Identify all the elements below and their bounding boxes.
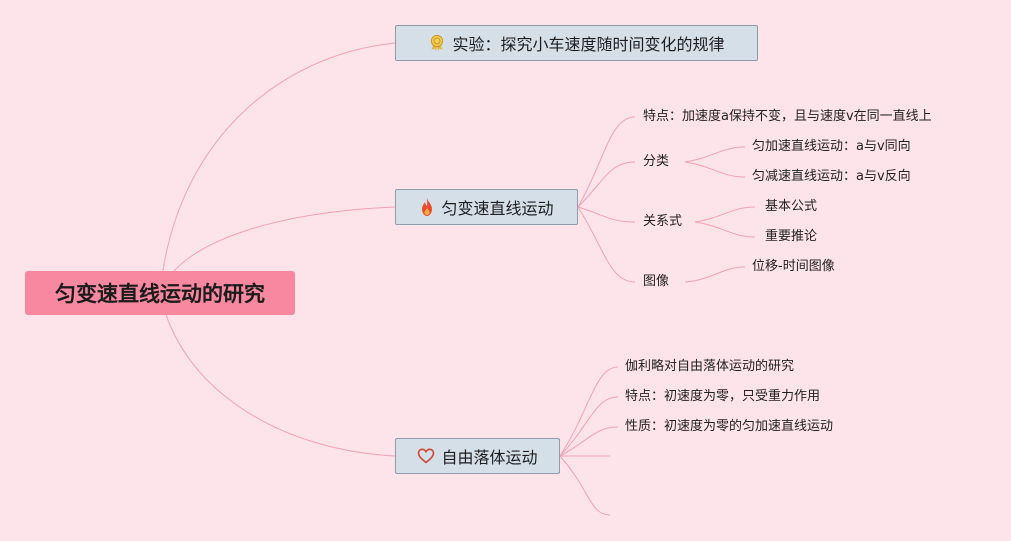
connector-c2-g1 — [684, 146, 746, 163]
branch-uniform-accel-label: 匀变速直线运动 — [441, 199, 554, 218]
branch-uniform-accel[interactable]: 匀变速直线运动 — [395, 189, 578, 225]
subtopic-uniform-deceleration[interactable]: 匀减速直线运动：a与v反向 — [752, 169, 911, 184]
connector-b2-c3 — [577, 206, 636, 223]
connector-b3-c5 — [559, 455, 611, 516]
branch-experiment[interactable]: 实验：探究小车速度随时间变化的规律 — [395, 25, 758, 61]
connector-root-branch-3 — [159, 292, 396, 457]
connector-c3-g1 — [694, 206, 756, 223]
connector-c2-g2 — [684, 161, 746, 178]
subtopic-key-inferences[interactable]: 重要推论 — [765, 229, 818, 244]
heart-outline-icon — [417, 448, 435, 464]
fire-icon — [419, 197, 435, 217]
subtopic-displacement-time-graph[interactable]: 位移-时间图像 — [752, 259, 835, 274]
connector-c3-g2 — [694, 221, 756, 238]
connector-b3-c1 — [559, 366, 619, 457]
branch-free-fall-label: 自由落体运动 — [441, 448, 538, 467]
topic-relations[interactable]: 关系式 — [643, 214, 683, 229]
connector-c4-g1 — [684, 266, 746, 283]
connector-b3-c2 — [559, 396, 619, 457]
root-topic-label: 匀变速直线运动的研究 — [55, 282, 265, 306]
topic-free-fall-property[interactable]: 性质：初速度为零的匀加速直线运动 — [625, 419, 834, 434]
subtopic-uniform-acceleration[interactable]: 匀加速直线运动：a与v同向 — [752, 139, 911, 154]
connector-b2-c4 — [577, 206, 636, 283]
topic-free-fall-feature[interactable]: 特点：初速度为零，只受重力作用 — [625, 389, 821, 404]
branch-experiment-label: 实验：探究小车速度随时间变化的规律 — [452, 35, 725, 54]
subtopic-basic-formulas[interactable]: 基本公式 — [765, 199, 818, 214]
branch-free-fall[interactable]: 自由落体运动 — [395, 438, 560, 474]
award-ribbon-icon — [428, 34, 446, 52]
topic-feature[interactable]: 特点：加速度a保持不变，且与速度v在同一直线上 — [643, 109, 932, 124]
topic-galileo-research[interactable]: 伽利略对自由落体运动的研究 — [625, 359, 795, 374]
connector-root-branch-1 — [159, 42, 396, 294]
connector-b3-c3 — [559, 426, 619, 457]
root-topic[interactable]: 匀变速直线运动的研究 — [25, 271, 295, 315]
topic-classification[interactable]: 分类 — [643, 154, 670, 169]
connector-b2-c2 — [577, 161, 636, 208]
topic-graphs[interactable]: 图像 — [643, 274, 670, 289]
connector-b2-c1 — [577, 116, 636, 208]
